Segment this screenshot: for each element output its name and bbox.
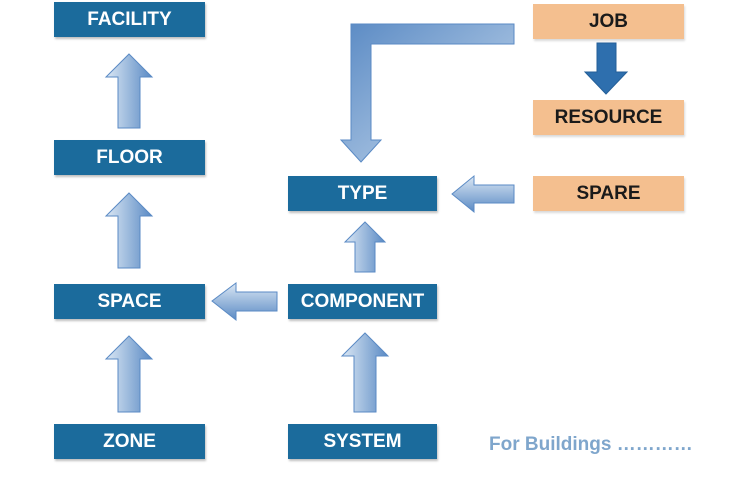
arrow-space-to-floor [104,192,154,269]
arrow-spare-to-type [451,174,515,214]
node-job: JOB [533,4,684,39]
arrow-component-to-space [211,282,278,322]
arrow-floor-to-facility [104,53,154,129]
node-facility: FACILITY [54,2,205,37]
node-zone: ZONE [54,424,205,459]
buildings-note: For Buildings ………… [489,434,693,455]
node-type: TYPE [288,176,437,211]
arrow-job-to-resource [583,42,629,95]
node-component: COMPONENT [288,284,437,319]
node-resource: RESOURCE [533,100,684,135]
node-system: SYSTEM [288,424,437,459]
arrow-zone-to-space [104,335,154,413]
node-spare: SPARE [533,176,684,211]
arrow-system-to-component [340,332,390,413]
arrow-component-to-type [343,221,387,273]
node-space: SPACE [54,284,205,319]
arrow-job-to-type [339,23,515,163]
node-floor: FLOOR [54,140,205,175]
